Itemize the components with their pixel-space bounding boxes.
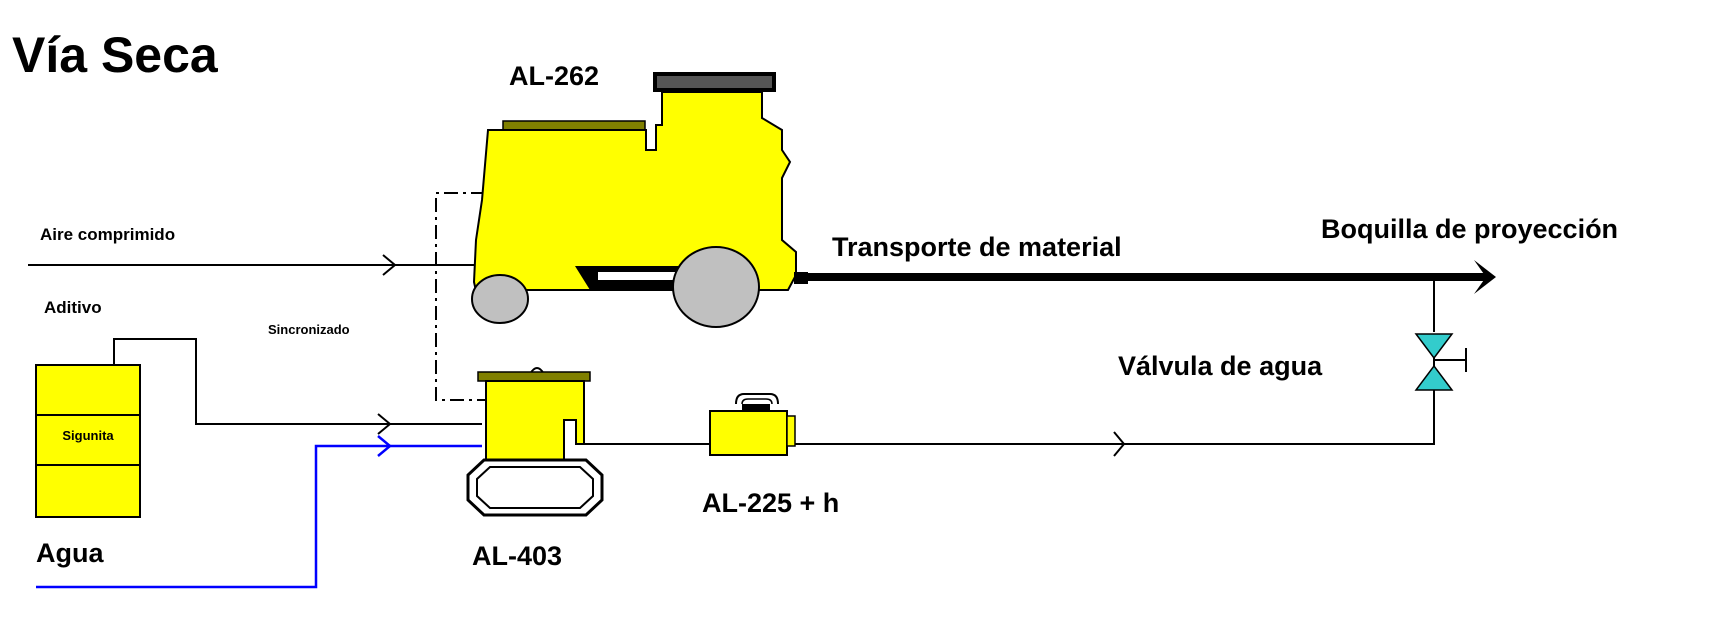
al-225-machine	[709, 393, 796, 456]
water-line	[36, 435, 482, 589]
al-403-machine	[466, 367, 604, 517]
front-wheel	[672, 246, 760, 328]
rear-wheel	[471, 274, 529, 324]
al-225-label: AL-225 + h	[702, 488, 839, 518]
compressed-air-line	[28, 254, 482, 276]
material-transport-label: Transporte de material	[832, 232, 1122, 262]
water-label: Agua	[36, 538, 104, 568]
al-262-machine	[471, 72, 808, 328]
material-flow-arrow-icon	[1474, 260, 1496, 294]
al-403-label: AL-403	[472, 541, 562, 571]
additive-tank	[35, 364, 141, 518]
diagram-title: Vía Seca	[12, 27, 219, 83]
compressed-air-label: Aire comprimido	[40, 225, 175, 244]
additive-label: Aditivo	[44, 298, 102, 317]
additive-line	[113, 338, 482, 435]
material-transport-line	[806, 260, 1496, 294]
tank-label: Sigunita	[62, 428, 114, 443]
synchronized-label: Sincronizado	[268, 322, 350, 337]
pump-flow-arrow-icon	[1113, 431, 1126, 457]
al-262-label: AL-262	[509, 61, 599, 91]
water-valve-label: Válvula de agua	[1118, 351, 1323, 381]
water-valve-icon	[1414, 333, 1467, 391]
pump-water-line	[584, 281, 1435, 457]
synchronized-link	[435, 192, 486, 401]
air-flow-arrow-icon	[382, 254, 397, 276]
nozzle-label: Boquilla de proyección	[1321, 214, 1618, 244]
water-flow-arrow-icon	[377, 435, 392, 457]
additive-flow-arrow-icon	[377, 413, 392, 435]
